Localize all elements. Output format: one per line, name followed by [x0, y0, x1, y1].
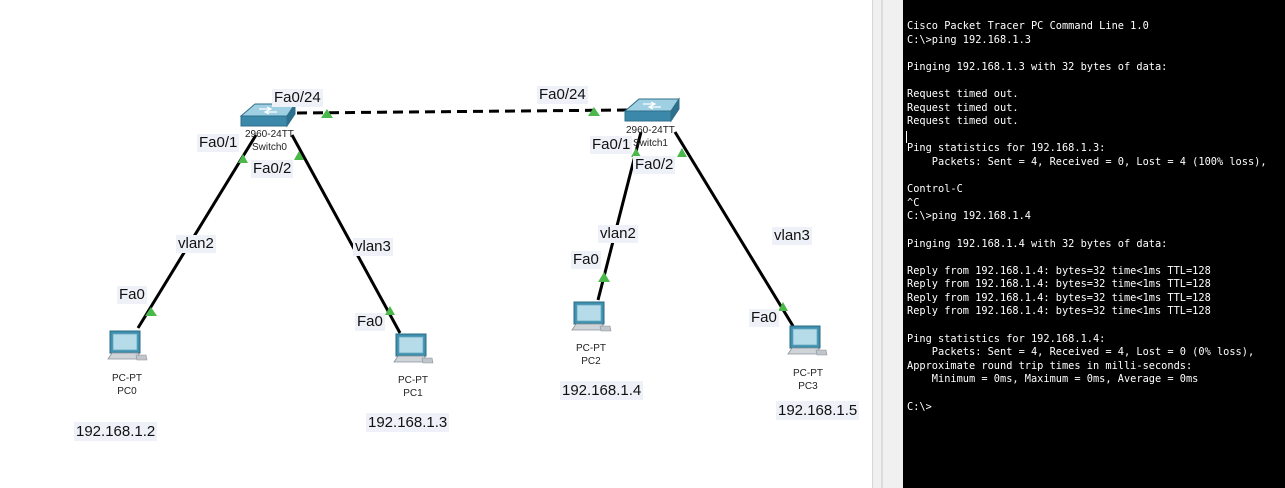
link-light-icon — [321, 109, 333, 118]
device-name: PC1 — [403, 388, 423, 399]
topology-workspace[interactable]: Fa0/24 Fa0/24 Fa0/1 Fa0/2 Fa0/1 Fa0/2 Fa… — [0, 0, 872, 488]
panel-divider[interactable] — [872, 0, 904, 488]
device-caption: 2960-24TT Switch0 — [245, 128, 294, 154]
device-name: PC3 — [798, 381, 818, 392]
device-caption: PC-PT PC1 — [398, 374, 428, 400]
device-name: PC2 — [581, 356, 601, 367]
ip-label: 192.168.1.5 — [776, 401, 860, 420]
ip-label: 192.168.1.2 — [74, 422, 158, 441]
port-label: Fa0/1 — [590, 136, 633, 154]
port-label: Fa0 — [117, 286, 147, 304]
device-caption: PC-PT PC0 — [112, 372, 142, 398]
vlan-label: vlan3 — [772, 227, 812, 245]
ip-label: 192.168.1.3 — [366, 413, 450, 432]
device-name: PC0 — [117, 386, 137, 397]
command-prompt-panel[interactable]: Cisco Packet Tracer PC Command Line 1.0 … — [903, 0, 1285, 488]
ip-label: 192.168.1.4 — [560, 381, 644, 400]
trunk-link[interactable] — [296, 108, 629, 115]
link-lights — [145, 107, 788, 316]
link-light-icon — [598, 272, 610, 282]
port-label: Fa0/2 — [633, 156, 676, 174]
device-caption: 2960-24TT Switch1 — [626, 124, 675, 150]
link-light-icon — [145, 307, 157, 316]
link-light-icon — [294, 151, 304, 160]
port-label: Fa0 — [749, 309, 779, 327]
device-name: Switch0 — [251, 142, 287, 153]
switch-icon[interactable] — [624, 98, 680, 122]
switch-icon[interactable] — [240, 103, 296, 127]
pc-icon[interactable] — [571, 301, 612, 332]
device-model: PC-PT — [576, 343, 606, 354]
pc-icon[interactable] — [393, 333, 434, 364]
device-model: PC-PT — [398, 375, 428, 386]
link-pc1[interactable] — [290, 134, 402, 334]
link-light-icon — [588, 107, 600, 116]
link-light-icon — [631, 148, 641, 157]
vlan-label: vlan2 — [598, 225, 638, 243]
device-caption: PC-PT PC2 — [576, 342, 606, 368]
port-label: Fa0 — [355, 313, 385, 331]
topology-canvas[interactable] — [0, 0, 872, 488]
text-cursor — [906, 131, 907, 143]
device-name: Switch1 — [632, 138, 668, 149]
pc-icon[interactable] — [107, 330, 148, 361]
device-model: PC-PT — [793, 368, 823, 379]
device-model: 2960-24TT — [626, 125, 675, 136]
vlan-label: vlan2 — [176, 235, 216, 253]
vlan-label: vlan3 — [353, 238, 393, 256]
link-light-icon — [677, 148, 687, 157]
port-label: Fa0/24 — [537, 86, 588, 104]
device-model: PC-PT — [112, 373, 142, 384]
port-label: Fa0/24 — [272, 89, 323, 107]
port-label: Fa0/1 — [197, 134, 240, 152]
link-light-icon — [778, 302, 788, 311]
terminal-output[interactable]: Cisco Packet Tracer PC Command Line 1.0 … — [907, 20, 1267, 413]
port-label: Fa0 — [571, 251, 601, 269]
device-model: 2960-24TT — [245, 129, 294, 140]
device-caption: PC-PT PC3 — [793, 367, 823, 393]
pc-icon[interactable] — [787, 325, 828, 356]
port-label: Fa0/2 — [251, 160, 294, 178]
link-pc3[interactable] — [673, 131, 795, 327]
link-light-icon — [238, 154, 248, 163]
link-light-icon — [385, 306, 395, 315]
link-pc0[interactable] — [136, 134, 258, 329]
